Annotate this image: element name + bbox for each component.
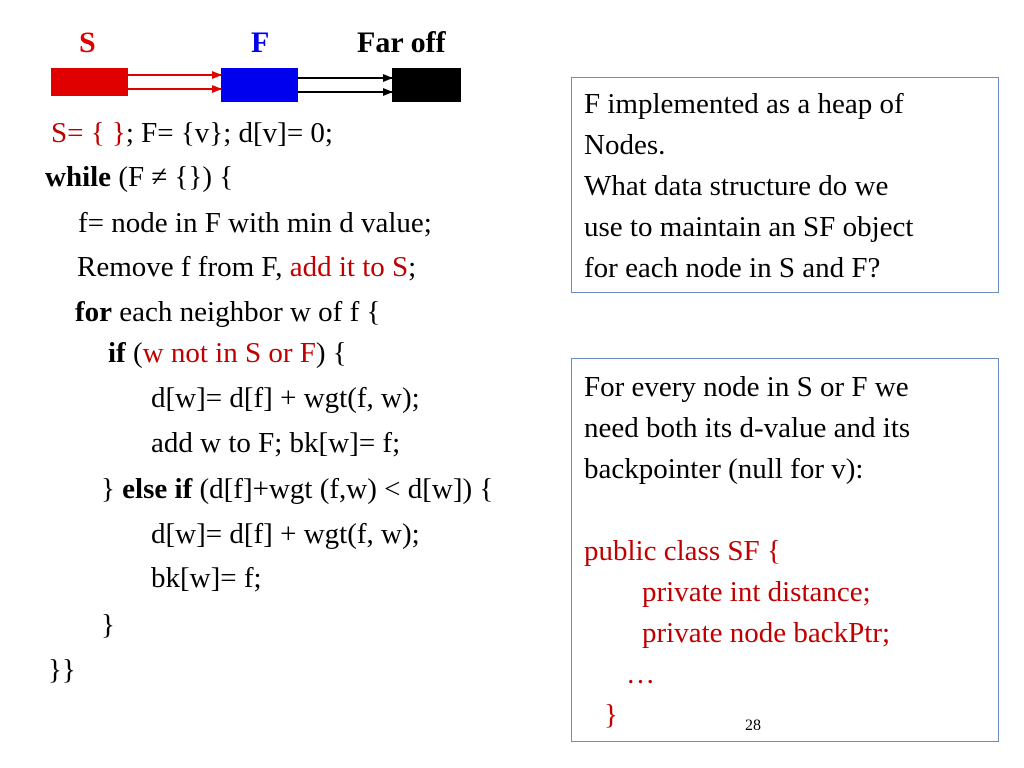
class-close-brace: }: [604, 699, 618, 731]
ellipsis: …: [626, 658, 655, 690]
faroff-label: Far off: [357, 26, 446, 59]
code-line-bkw: bk[w]= f;: [151, 562, 262, 594]
question-line: F implemented as a heap of: [584, 88, 904, 120]
code-line-close-inner: }: [101, 609, 115, 641]
question-box: F implemented as a heap of Nodes. What d…: [571, 77, 999, 293]
slide-number: 28: [745, 717, 761, 734]
code-line-remove: Remove f from F, add it to S;: [77, 251, 417, 283]
code-line-addw: add w to F; bk[w]= f;: [151, 427, 401, 459]
question-line: use to maintain an SF object: [584, 211, 914, 243]
question-line: for each node in S and F?: [584, 252, 881, 284]
s-label: S: [79, 26, 96, 59]
answer-line: backpointer (null for v):: [584, 453, 864, 485]
code-line-init: S= { }; F= {v}; d[v]= 0;: [51, 117, 333, 149]
field-backptr: private node backPtr;: [642, 617, 891, 649]
class-declaration: public class SF {: [584, 535, 781, 567]
code-line-if: if (w not in S or F) {: [108, 337, 347, 369]
answer-line: need both its d-value and its: [584, 412, 911, 444]
code-line-for: for each neighbor w of f {: [75, 296, 381, 328]
question-line: Nodes.: [584, 129, 666, 161]
faroff-box: [392, 68, 461, 102]
answer-box: For every node in S or F we need both it…: [571, 358, 999, 742]
s-box: [51, 68, 128, 96]
answer-line: For every node in S or F we: [584, 371, 909, 403]
question-line: What data structure do we: [584, 170, 889, 202]
code-line-while: while (F ≠ {}) {: [45, 161, 234, 193]
f-label: F: [251, 26, 270, 59]
field-distance: private int distance;: [642, 576, 871, 608]
sf-diagram: [51, 68, 461, 102]
f-box: [221, 68, 298, 102]
code-line-min: f= node in F with min d value;: [78, 207, 432, 239]
code-line-dw1: d[w]= d[f] + wgt(f, w);: [151, 382, 420, 414]
code-line-elseif: } else if (d[f]+wgt (f,w) < d[w]) {: [101, 473, 494, 505]
code-line-close-outer: }}: [48, 654, 76, 686]
code-line-dw2: d[w]= d[f] + wgt(f, w);: [151, 518, 420, 550]
